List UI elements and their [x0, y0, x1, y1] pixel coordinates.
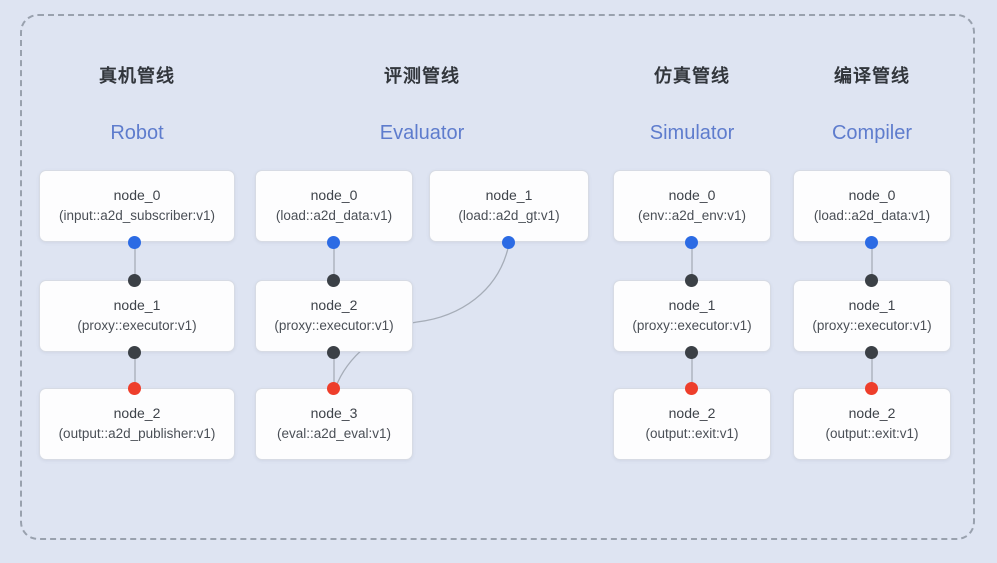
node-detail: (input::a2d_subscriber:v1) [58, 207, 216, 223]
dashed-frame [20, 14, 975, 540]
pipeline-title-simulator-en: Simulator [649, 122, 735, 144]
input-port-dot-red [865, 382, 878, 395]
node-robot-0: node_0 (input::a2d_subscriber:v1) [39, 170, 235, 242]
node-detail: (output::exit:v1) [825, 425, 919, 441]
node-name: node_1 [848, 297, 896, 314]
node-detail: (load::a2d_gt:v1) [458, 207, 560, 223]
node-detail: (proxy::executor:v1) [812, 317, 932, 333]
node-simulator-0: node_0 (env::a2d_env:v1) [613, 170, 771, 242]
node-evaluator-0: node_0 (load::a2d_data:v1) [255, 170, 413, 242]
input-port-dot-dark [685, 274, 698, 287]
node-compiler-2: node_2 (output::exit:v1) [793, 388, 951, 460]
node-evaluator-2: node_2 (proxy::executor:v1) [255, 280, 413, 352]
input-port-dot-dark [128, 274, 141, 287]
node-detail: (eval::a2d_eval:v1) [276, 425, 392, 441]
node-name: node_2 [113, 405, 161, 422]
output-port-dot-blue [685, 236, 698, 249]
output-port-dot-dark [327, 346, 340, 359]
input-port-dot-red [685, 382, 698, 395]
node-detail: (load::a2d_data:v1) [275, 207, 393, 223]
node-detail: (load::a2d_data:v1) [813, 207, 931, 223]
node-detail: (proxy::executor:v1) [632, 317, 752, 333]
output-port-dot-dark [128, 346, 141, 359]
node-robot-1: node_1 (proxy::executor:v1) [39, 280, 235, 352]
node-detail: (output::exit:v1) [645, 425, 739, 441]
node-simulator-1: node_1 (proxy::executor:v1) [613, 280, 771, 352]
node-robot-2: node_2 (output::a2d_publisher:v1) [39, 388, 235, 460]
input-port-dot-red [327, 382, 340, 395]
node-detail: (output::a2d_publisher:v1) [58, 425, 216, 441]
pipeline-title-robot-en: Robot [110, 122, 164, 144]
node-compiler-1: node_1 (proxy::executor:v1) [793, 280, 951, 352]
node-name: node_1 [485, 187, 533, 204]
input-port-dot-dark [865, 274, 878, 287]
output-port-dot-blue [327, 236, 340, 249]
node-name: node_3 [310, 405, 358, 422]
pipeline-title-simulator-zh: 仿真管线 [654, 66, 730, 86]
node-detail: (proxy::executor:v1) [274, 317, 394, 333]
pipeline-title-compiler-en: Compiler [831, 122, 913, 144]
node-name: node_1 [668, 297, 716, 314]
node-name: node_0 [310, 187, 358, 204]
input-port-dot-red [128, 382, 141, 395]
pipeline-title-robot-zh: 真机管线 [99, 66, 175, 86]
node-detail: (env::a2d_env:v1) [637, 207, 747, 223]
node-name: node_2 [668, 405, 716, 422]
node-name: node_2 [848, 405, 896, 422]
output-port-dot-blue [502, 236, 515, 249]
node-evaluator-3: node_3 (eval::a2d_eval:v1) [255, 388, 413, 460]
output-port-dot-blue [865, 236, 878, 249]
node-simulator-2: node_2 (output::exit:v1) [613, 388, 771, 460]
output-port-dot-blue [128, 236, 141, 249]
node-name: node_1 [113, 297, 161, 314]
pipeline-title-compiler-zh: 编译管线 [834, 66, 910, 86]
pipeline-title-evaluator-en: Evaluator [379, 122, 465, 144]
node-name: node_0 [113, 187, 161, 204]
output-port-dot-dark [685, 346, 698, 359]
pipeline-title-evaluator-zh: 评测管线 [384, 66, 460, 86]
node-evaluator-1: node_1 (load::a2d_gt:v1) [429, 170, 589, 242]
node-name: node_0 [668, 187, 716, 204]
node-compiler-0: node_0 (load::a2d_data:v1) [793, 170, 951, 242]
input-port-dot-dark [327, 274, 340, 287]
node-detail: (proxy::executor:v1) [77, 317, 197, 333]
node-name: node_2 [310, 297, 358, 314]
output-port-dot-dark [865, 346, 878, 359]
node-name: node_0 [848, 187, 896, 204]
